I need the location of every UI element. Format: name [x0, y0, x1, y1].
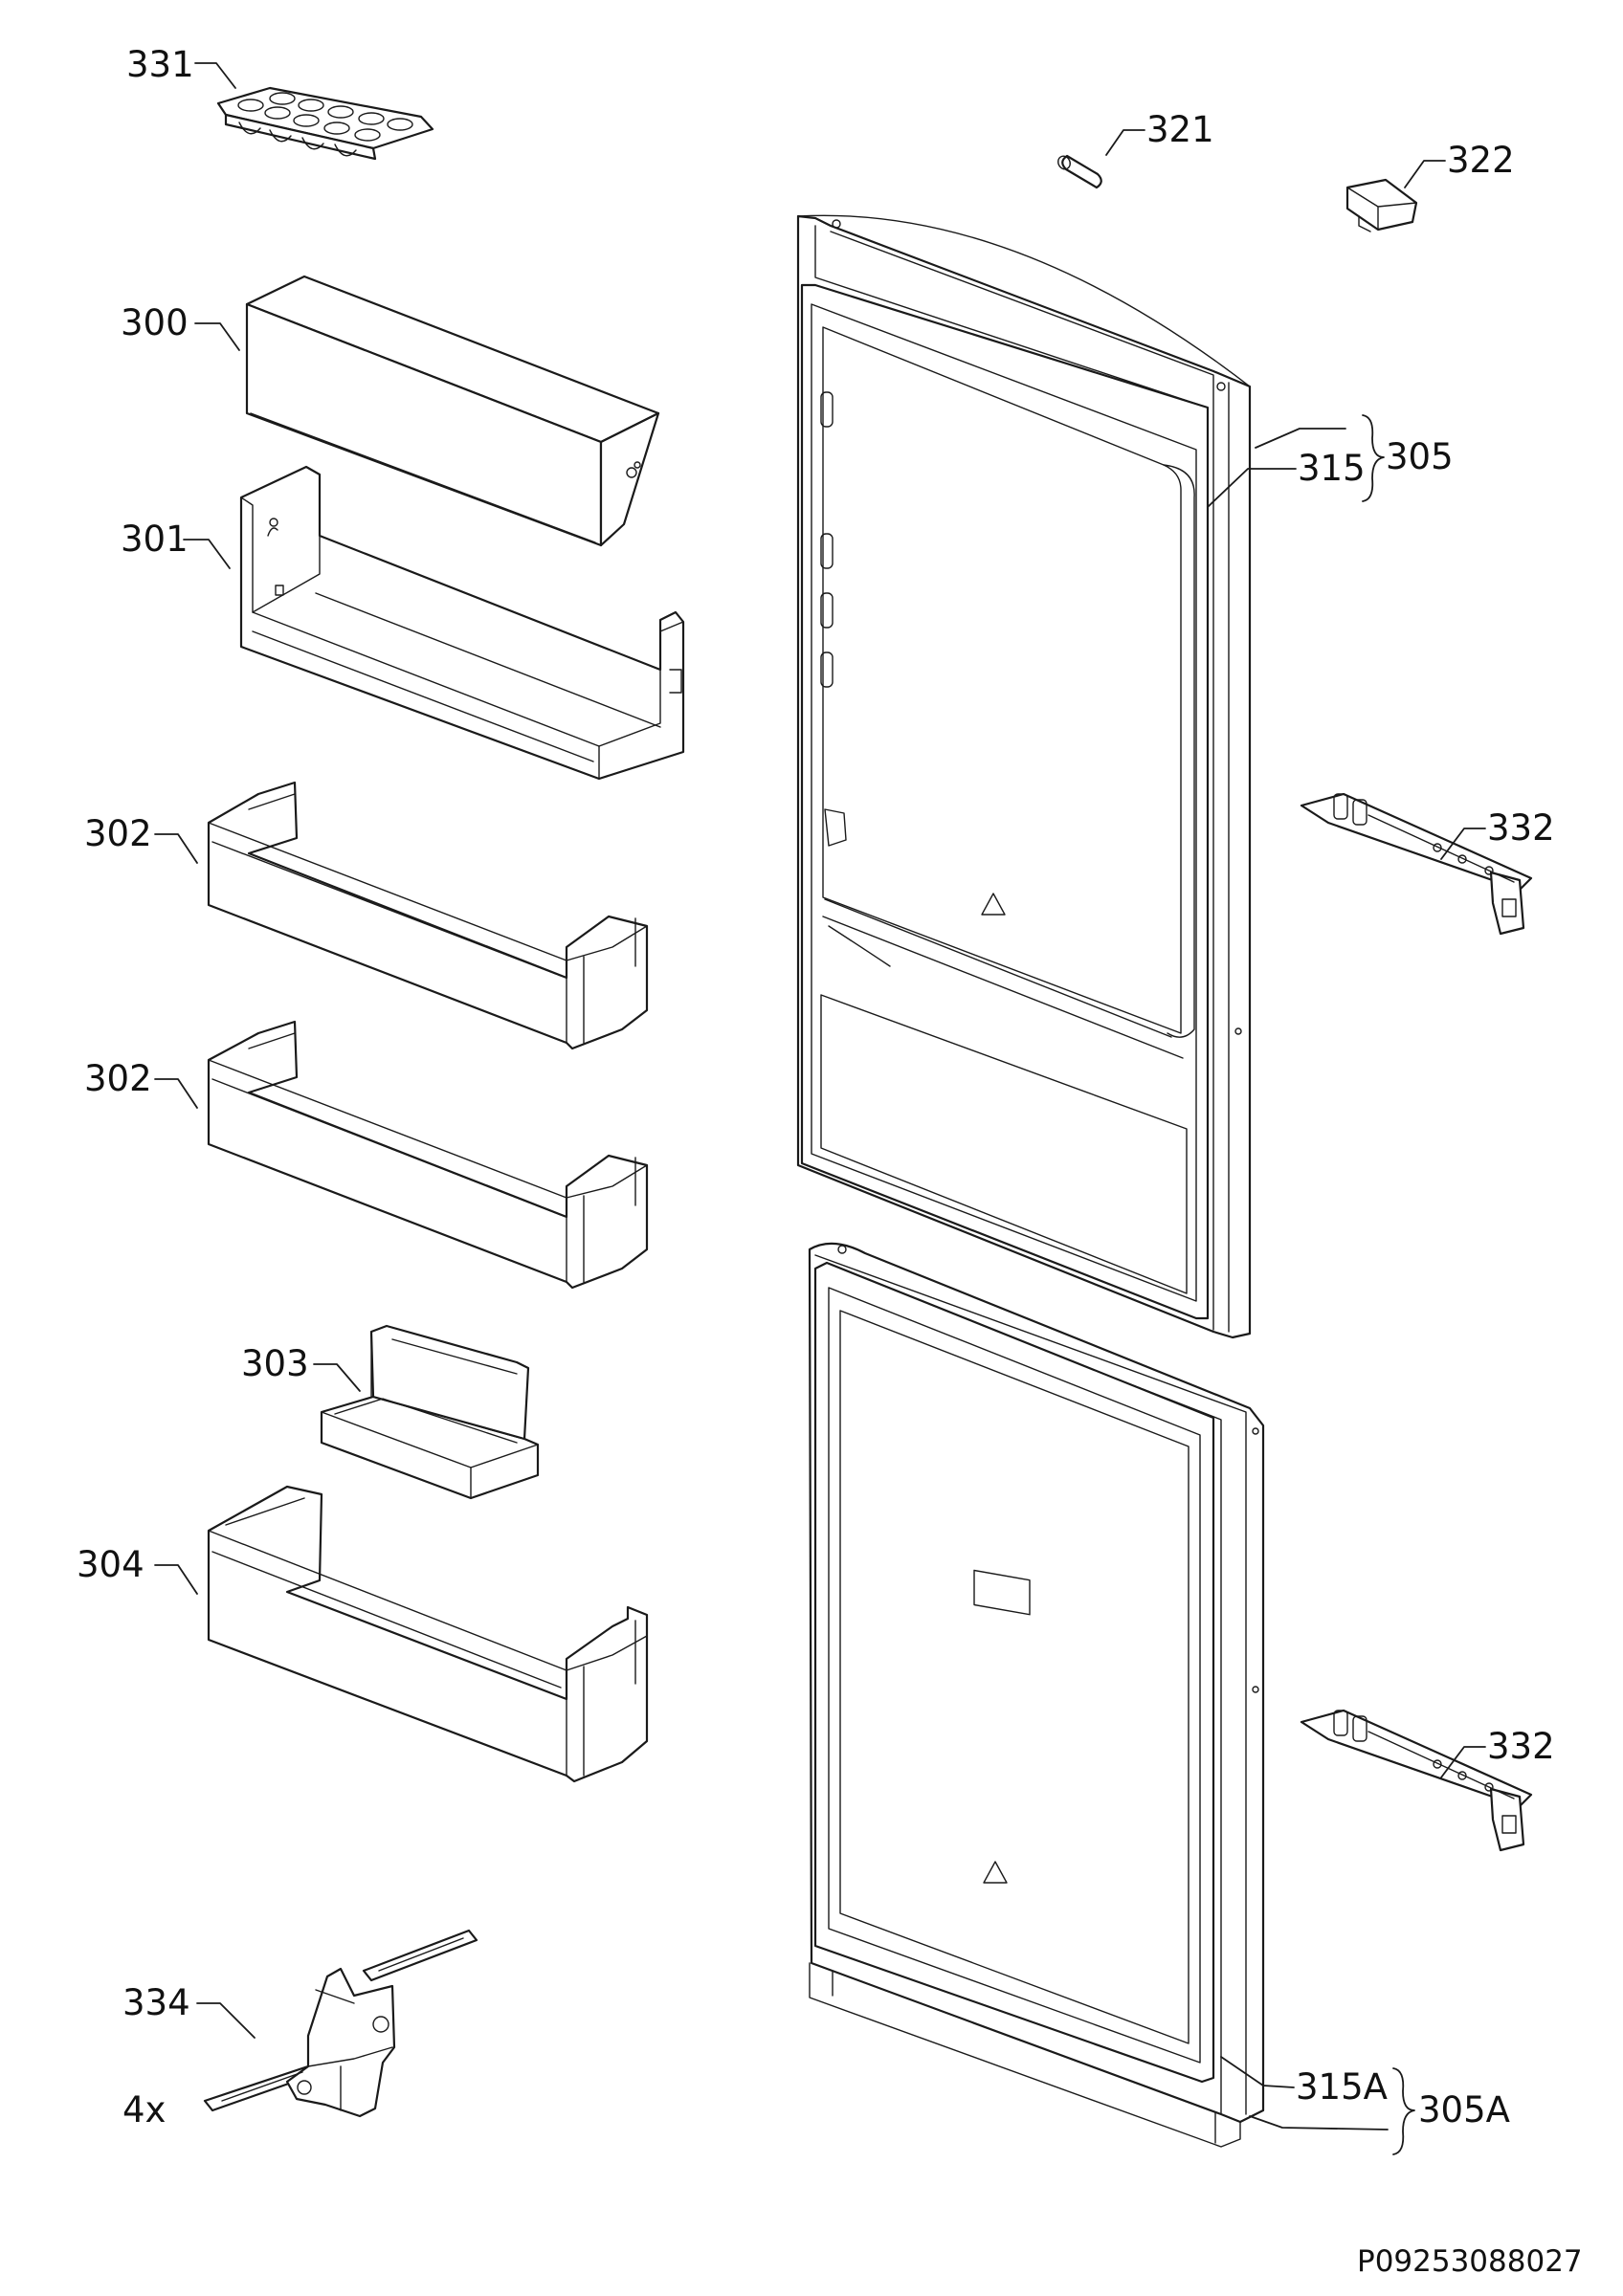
hinge-rail-part-332-upper	[1300, 792, 1533, 936]
shelf-lid-part-300	[245, 275, 660, 547]
document-id: P09253088027	[1357, 2244, 1583, 2279]
upper-door-part-305	[796, 214, 1252, 1339]
hinge-cover-part-322	[1345, 178, 1418, 232]
egg-tray-part-331	[216, 86, 434, 161]
pin-part-321	[1057, 154, 1102, 189]
callout-304: 304	[77, 1544, 145, 1585]
leader-lines	[154, 62, 1486, 2155]
door-shelf-part-301	[239, 465, 685, 781]
callout-332-lower: 332	[1487, 1726, 1555, 1767]
bottle-shelf-part-302-lower	[207, 1020, 649, 1290]
callout-303: 303	[241, 1343, 309, 1384]
bottle-shelf-part-304	[207, 1485, 649, 1783]
callout-305A: 305A	[1418, 2089, 1510, 2130]
hinge-rail-part-332-lower	[1300, 1709, 1533, 1852]
callout-315A: 315A	[1296, 2066, 1388, 2108]
callout-321: 321	[1146, 109, 1214, 150]
callout-302-upper: 302	[84, 813, 152, 854]
callout-322: 322	[1447, 140, 1515, 181]
callout-300: 300	[121, 302, 189, 343]
callout-334: 334	[122, 1982, 190, 2023]
callout-315: 315	[1298, 448, 1366, 489]
lower-door-part-305A	[808, 1242, 1265, 2148]
hinge-bracket-part-334	[203, 1929, 478, 2118]
callout-quantity-4x: 4x	[122, 2089, 166, 2130]
callout-331: 331	[126, 44, 194, 85]
callout-301: 301	[121, 519, 189, 560]
callout-332-upper: 332	[1487, 807, 1555, 849]
callout-305: 305	[1386, 436, 1454, 477]
callout-302-lower: 302	[84, 1058, 152, 1099]
small-box-part-303	[320, 1324, 540, 1500]
bottle-shelf-part-302-upper	[207, 781, 649, 1050]
callout-labels: 331 321 322 300 301 305 315 302 302 332 …	[77, 44, 1555, 2130]
